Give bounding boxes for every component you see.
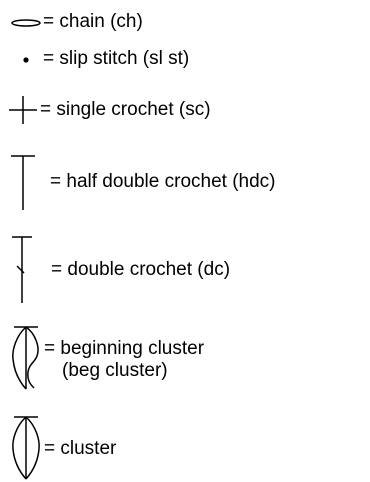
legend-label-beginning-cluster: = beginning cluster xyxy=(44,338,205,359)
legend-label-slip-stitch: = slip stitch (sl st) xyxy=(43,48,190,69)
legend-label-beginning-cluster-abbr: (beg cluster) xyxy=(62,360,168,381)
legend-label-single-crochet: = single crochet (sc) xyxy=(40,99,211,120)
dot-icon xyxy=(22,56,30,64)
plus-icon xyxy=(8,95,38,125)
t-stem-icon xyxy=(10,155,36,211)
beg-cluster-icon xyxy=(10,326,42,390)
legend-label-cluster: = cluster xyxy=(44,438,117,459)
legend-label-double-crochet: = double crochet (dc) xyxy=(51,259,231,280)
legend-label-half-double-crochet: = half double crochet (hdc) xyxy=(50,171,276,192)
chain-oval-icon xyxy=(11,19,41,27)
t-stem-slash-icon xyxy=(11,236,33,304)
legend-label-chain: = chain (ch) xyxy=(43,11,143,32)
cluster-icon xyxy=(10,416,42,480)
